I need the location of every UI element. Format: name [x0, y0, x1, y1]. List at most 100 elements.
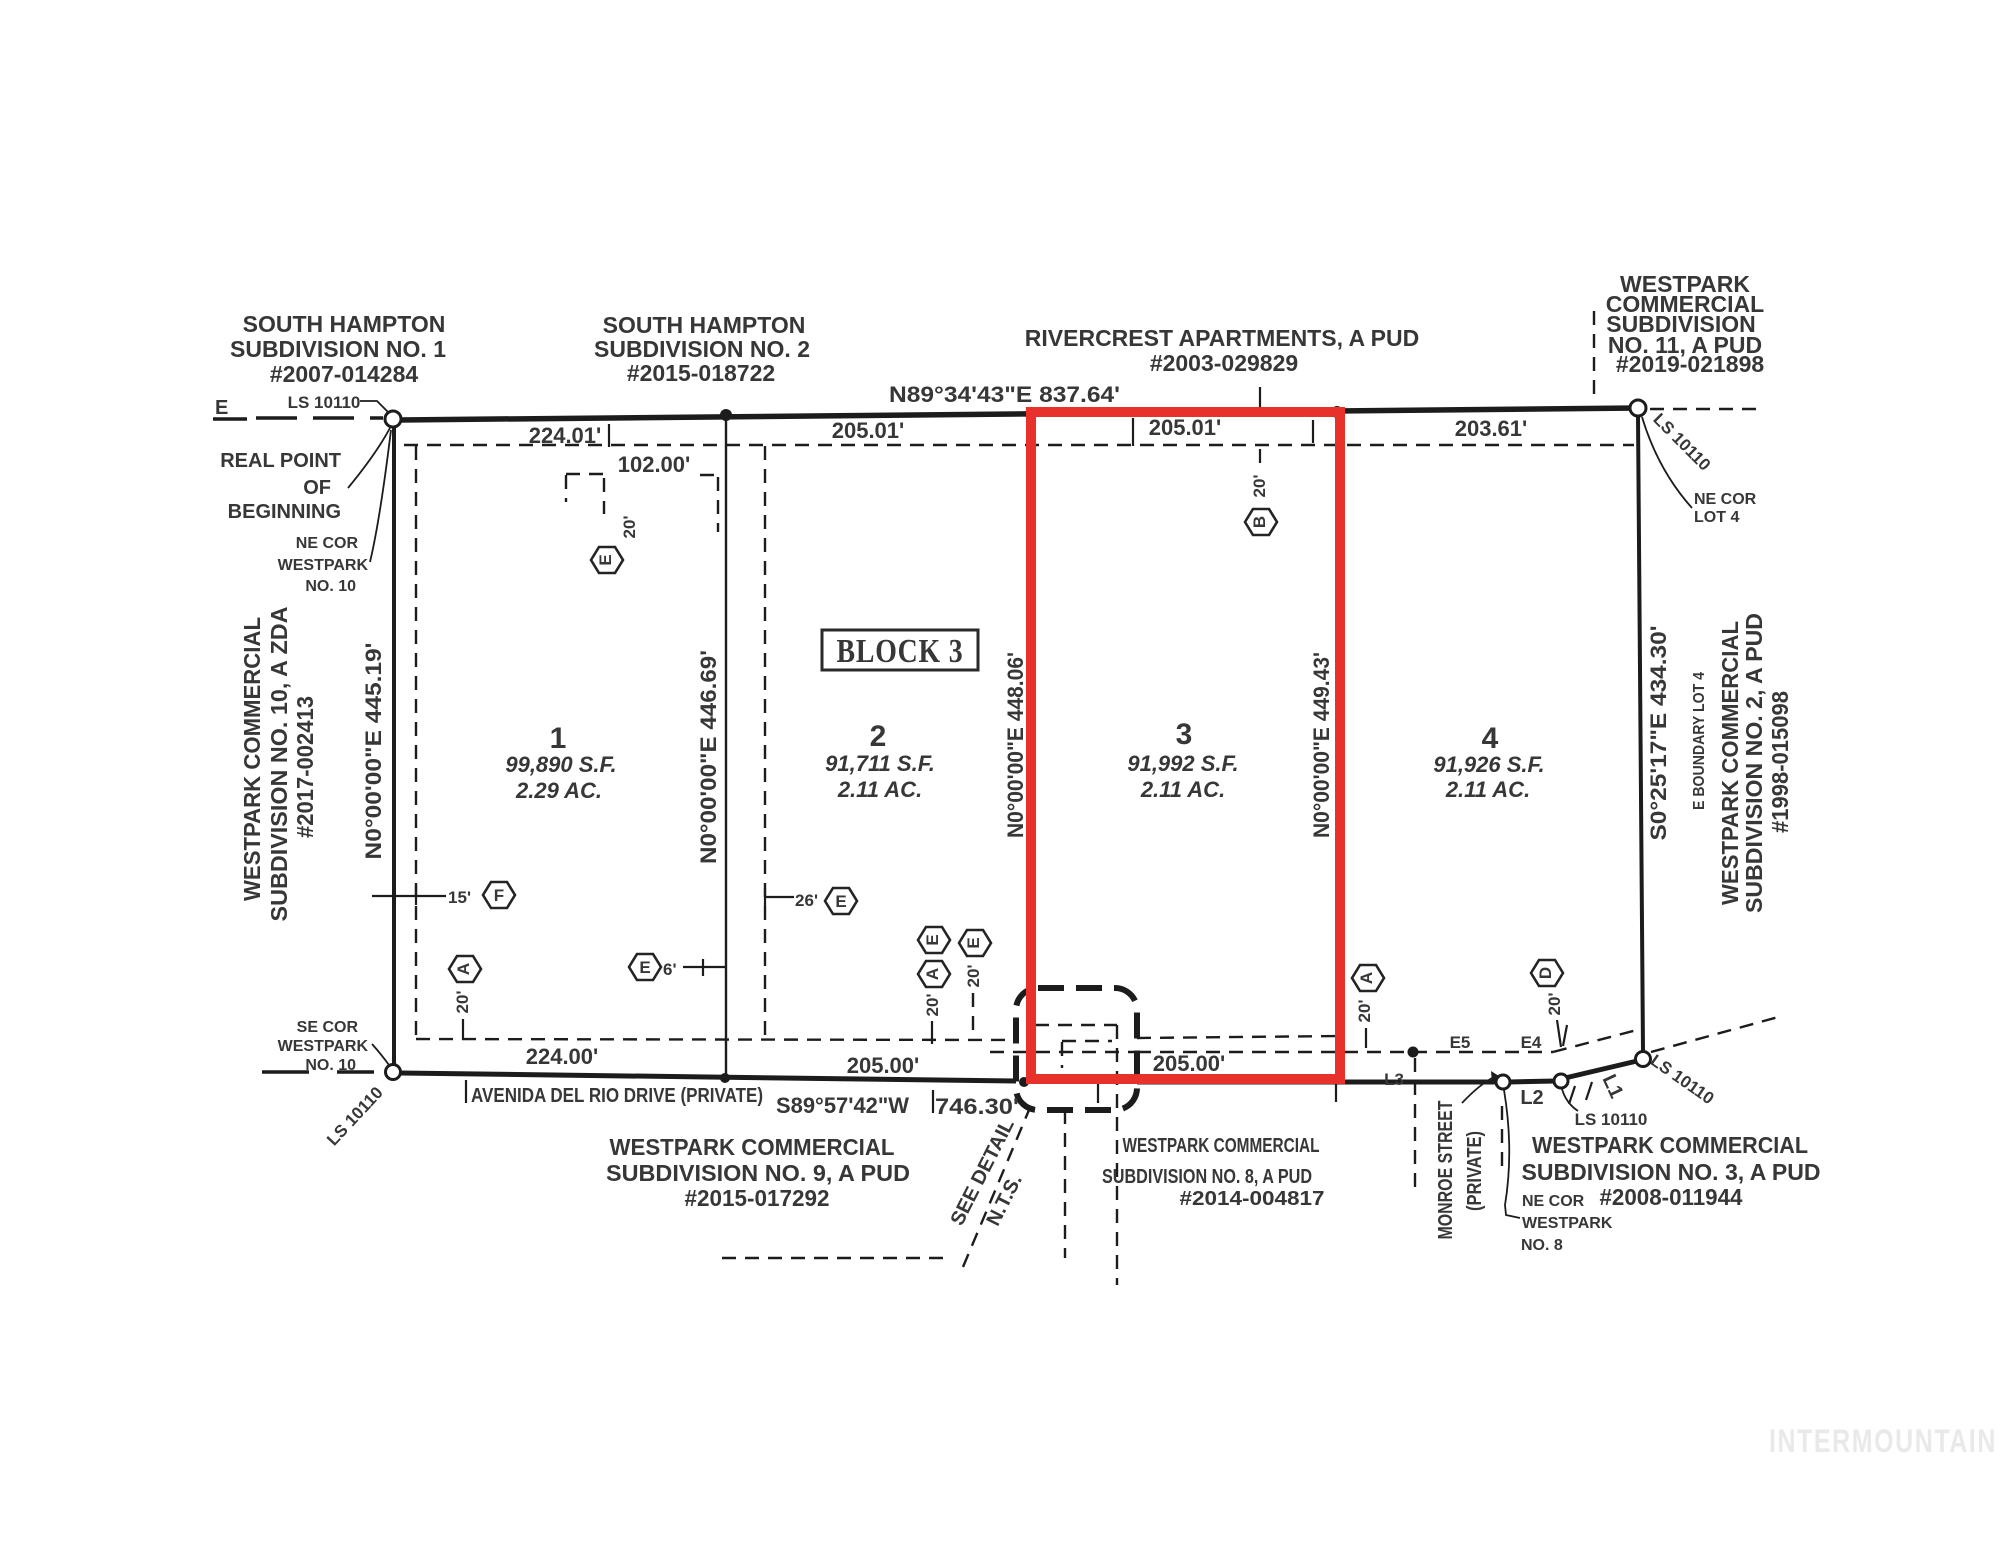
svg-text:NE COR: NE COR: [296, 535, 359, 552]
svg-text:20': 20': [453, 991, 472, 1014]
svg-text:#2019-021898: #2019-021898: [1616, 351, 1765, 377]
svg-text:S0°25'17"E 434.30': S0°25'17"E 434.30': [1646, 626, 1671, 841]
svg-text:203.61': 203.61': [1455, 416, 1528, 441]
svg-text:15': 15': [448, 888, 471, 907]
svg-text:E: E: [596, 554, 615, 565]
svg-text:2.29 AC.: 2.29 AC.: [515, 778, 602, 803]
svg-text:N0°00'00"E 446.69': N0°00'00"E 446.69': [696, 650, 721, 864]
svg-text:#2003-029829: #2003-029829: [1150, 350, 1298, 376]
svg-text:224.00': 224.00': [526, 1044, 599, 1069]
svg-text:20': 20': [923, 994, 942, 1017]
svg-text:99,890 S.F.: 99,890 S.F.: [505, 752, 616, 777]
svg-text:WESTPARK: WESTPARK: [1620, 271, 1750, 297]
svg-text:20': 20': [1355, 1000, 1374, 1023]
svg-text:746.30': 746.30': [935, 1094, 1019, 1119]
svg-text:SUBDIVISION NO. 1: SUBDIVISION NO. 1: [230, 336, 446, 362]
svg-text:20': 20': [620, 516, 639, 539]
svg-text:D: D: [1536, 967, 1555, 979]
svg-text:A: A: [1357, 972, 1376, 984]
svg-text:E5: E5: [1450, 1033, 1471, 1052]
svg-text:N0°00'00"E 448.06': N0°00'00"E 448.06': [1003, 652, 1028, 838]
svg-text:SUBDIVISION NO. 10, A ZDA: SUBDIVISION NO. 10, A ZDA: [266, 607, 292, 922]
svg-text:E4: E4: [1521, 1033, 1542, 1052]
svg-text:91,926 S.F.: 91,926 S.F.: [1433, 752, 1544, 777]
svg-text:WESTPARK: WESTPARK: [278, 557, 369, 574]
svg-text:MONROE STREET: MONROE STREET: [1435, 1101, 1457, 1240]
svg-text:#2008-011944: #2008-011944: [1600, 1184, 1743, 1210]
svg-text:(PRIVATE): (PRIVATE): [1464, 1131, 1486, 1211]
svg-text:NE COR: NE COR: [1694, 491, 1757, 508]
svg-text:SUBDIVISION NO. 2, A PUD: SUBDIVISION NO. 2, A PUD: [1741, 613, 1767, 913]
svg-text:BLOCK 3: BLOCK 3: [837, 633, 964, 670]
svg-text:S89°57'42"W: S89°57'42"W: [776, 1093, 909, 1118]
svg-text:205.01': 205.01': [1149, 415, 1222, 440]
svg-text:#2015-017292: #2015-017292: [685, 1185, 830, 1211]
svg-text:NO. 11, A PUD: NO. 11, A PUD: [1608, 332, 1762, 358]
svg-text:SUBDIVISION NO. 2: SUBDIVISION NO. 2: [594, 336, 810, 362]
svg-text:E: E: [639, 958, 650, 977]
svg-text:BEGINNING: BEGINNING: [228, 501, 341, 523]
svg-text:3: 3: [1176, 718, 1193, 751]
svg-text:WESTPARK COMMERCIAL: WESTPARK COMMERCIAL: [1532, 1132, 1808, 1158]
svg-text:2.11 AC.: 2.11 AC.: [1445, 777, 1530, 802]
svg-text:WESTPARK COMMERCIAL: WESTPARK COMMERCIAL: [610, 1134, 895, 1160]
svg-text:REAL POINT: REAL POINT: [220, 450, 341, 472]
svg-text:2.11 AC.: 2.11 AC.: [837, 777, 922, 802]
svg-text:#2014-004817: #2014-004817: [1180, 1188, 1325, 1210]
svg-text:RIVERCREST APARTMENTS, A PUD: RIVERCREST APARTMENTS, A PUD: [1025, 325, 1419, 351]
svg-text:E BOUNDARY LOT 4: E BOUNDARY LOT 4: [1691, 672, 1708, 810]
svg-text:NO. 10: NO. 10: [305, 1057, 356, 1074]
svg-text:91,711 S.F.: 91,711 S.F.: [825, 751, 935, 776]
svg-text:2: 2: [870, 720, 887, 753]
svg-text:SUBDIVISION: SUBDIVISION: [1606, 311, 1756, 337]
svg-text:SUBDIVISION NO. 9, A PUD: SUBDIVISION NO. 9, A PUD: [606, 1160, 910, 1186]
svg-text:WESTPARK: WESTPARK: [278, 1038, 369, 1055]
svg-text:OF: OF: [303, 477, 331, 499]
svg-text:LS 10110: LS 10110: [1575, 1110, 1648, 1129]
svg-text:B: B: [1250, 516, 1269, 528]
svg-text:NE COR: NE COR: [1522, 1193, 1585, 1210]
svg-text:N0°00'00"E 449.43': N0°00'00"E 449.43': [1309, 652, 1334, 838]
svg-text:L2: L2: [1520, 1087, 1543, 1109]
svg-text:SUBDIVISION NO. 3, A PUD: SUBDIVISION NO. 3, A PUD: [1522, 1159, 1821, 1185]
svg-text:WESTPARK COMMERCIAL: WESTPARK COMMERCIAL: [1717, 621, 1743, 905]
svg-text:#2007-014284: #2007-014284: [270, 361, 419, 387]
svg-text:L3: L3: [1384, 1070, 1404, 1089]
svg-text:NO. 8: NO. 8: [1521, 1237, 1563, 1254]
svg-text:E: E: [215, 397, 228, 419]
svg-text:E: E: [835, 892, 846, 911]
svg-text:A: A: [454, 963, 473, 975]
svg-text:1: 1: [550, 722, 567, 755]
svg-text:E: E: [923, 934, 942, 945]
svg-text:20': 20': [1545, 993, 1564, 1016]
svg-text:SOUTH HAMPTON: SOUTH HAMPTON: [603, 312, 806, 338]
svg-text:F: F: [494, 886, 504, 905]
svg-text:#2017-002413: #2017-002413: [292, 696, 318, 838]
svg-text:NO. 10: NO. 10: [305, 578, 356, 595]
svg-text:4: 4: [1482, 722, 1499, 755]
svg-text:WESTPARK: WESTPARK: [1522, 1215, 1613, 1232]
svg-text:224.01': 224.01': [529, 423, 602, 448]
svg-text:205.00': 205.00': [847, 1053, 920, 1078]
svg-text:INTERMOUNTAIN: INTERMOUNTAIN: [1769, 1423, 1997, 1459]
svg-text:26': 26': [795, 891, 818, 910]
svg-text:N0°00'00"E 445.19': N0°00'00"E 445.19': [361, 643, 386, 860]
svg-text:SOUTH HAMPTON: SOUTH HAMPTON: [243, 311, 446, 337]
svg-text:20': 20': [1250, 475, 1269, 498]
svg-text:WESTPARK COMMERCIAL: WESTPARK COMMERCIAL: [239, 617, 265, 901]
svg-text:20': 20': [964, 965, 983, 988]
svg-text:102.00': 102.00': [618, 452, 691, 477]
svg-text:SUBDIVISION NO. 8, A PUD: SUBDIVISION NO. 8, A PUD: [1102, 1166, 1312, 1188]
svg-text:205.00': 205.00': [1153, 1051, 1226, 1076]
svg-text:E: E: [964, 937, 983, 948]
svg-text:#1998-015098: #1998-015098: [1767, 691, 1793, 833]
svg-text:91,992 S.F.: 91,992 S.F.: [1127, 751, 1238, 776]
svg-text:#2015-018722: #2015-018722: [627, 360, 775, 386]
svg-text:SE COR: SE COR: [297, 1019, 359, 1036]
svg-text:COMMERCIAL: COMMERCIAL: [1606, 291, 1764, 317]
svg-text:AVENIDA DEL RIO DRIVE (PRIVATE: AVENIDA DEL RIO DRIVE (PRIVATE): [471, 1085, 763, 1107]
svg-text:WESTPARK COMMERCIAL: WESTPARK COMMERCIAL: [1123, 1135, 1320, 1157]
svg-text:205.01': 205.01': [832, 418, 905, 443]
svg-text:LOT 4: LOT 4: [1694, 509, 1739, 526]
svg-text:2.11 AC.: 2.11 AC.: [1140, 777, 1225, 802]
